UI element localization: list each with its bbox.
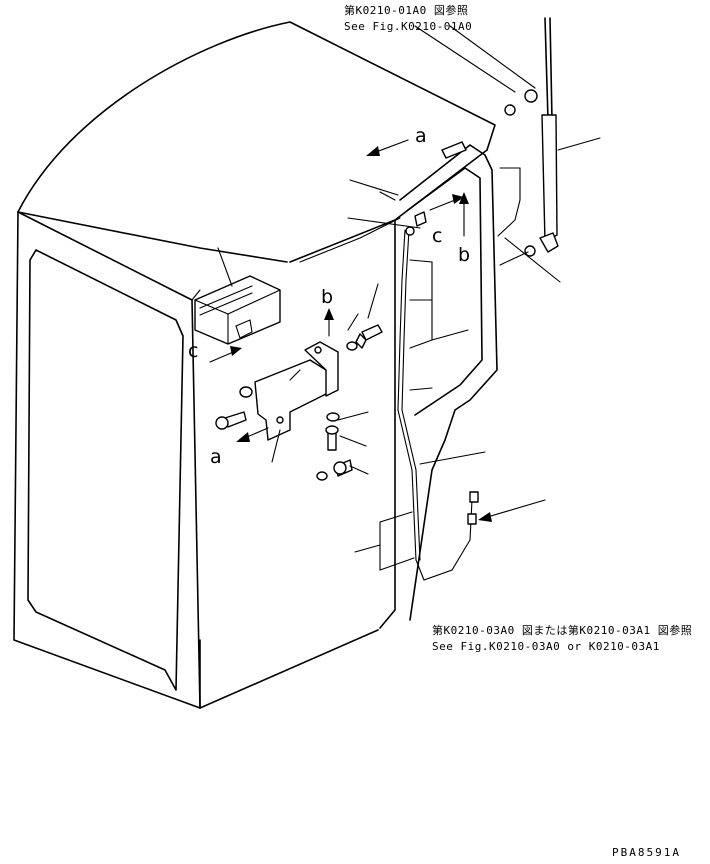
lamp-bracket [254,341,339,441]
view-letter-a-bottom: a [210,446,222,468]
cab-body [13,21,498,709]
view-letter-a-top: a [415,125,427,147]
antenna [499,17,559,266]
work-lamp [194,275,281,345]
leader-lines [217,25,601,571]
view-letter-c-right: c [432,225,442,247]
top-reference-en: See Fig.K0210-01A0 [344,20,472,33]
wiring-harness [397,141,479,581]
view-letter-c-left: c [188,340,198,362]
top-reference-jp: 第K0210-01A0 図参照 [344,3,468,17]
direction-arrows [209,139,546,522]
fasteners [215,324,383,481]
view-letter-b-right: b [458,244,470,266]
bottom-reference-jp: 第K0210-03A0 図または第K0210-03A1 図参照 [432,623,692,637]
drawing-code: PBA8591A [612,846,681,859]
bottom-reference-en: See Fig.K0210-03A0 or K0210-03A1 [432,640,660,653]
view-letter-b-left: b [321,286,333,308]
